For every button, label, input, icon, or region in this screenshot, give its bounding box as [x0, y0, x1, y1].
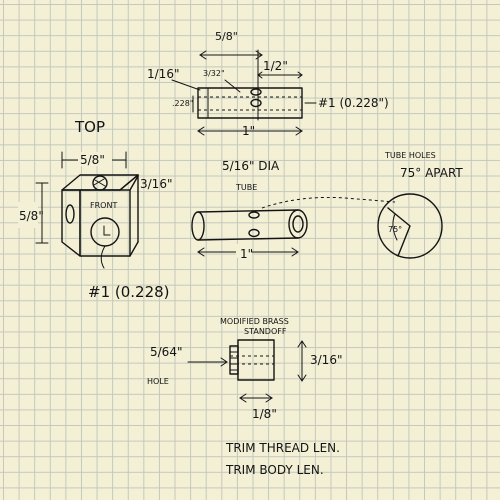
angle-view: TUBE HOLES 75° APART 75° — [377, 151, 463, 259]
tube-hole-1 — [248, 211, 260, 219]
tube-view: 5/16" DIA TUBE 1" — [191, 159, 396, 261]
cube-front-hole-mark — [103, 225, 111, 236]
standoff-thread — [229, 345, 239, 375]
tube-length-label: 1" — [240, 247, 253, 261]
angle-note-line2: 75° APART — [400, 166, 463, 180]
tube-hole-top — [250, 88, 262, 96]
depth-dim-label: 3/16" — [140, 177, 172, 191]
cube-top-hole-mark — [94, 179, 106, 187]
cube-edge — [119, 174, 139, 191]
dim-3-32-leader — [224, 79, 241, 93]
standoff-length-arrows — [239, 393, 273, 403]
cube-top-hole — [92, 175, 108, 191]
standoff-height-label: 3/16" — [310, 353, 342, 367]
standoff-body — [237, 339, 275, 381]
height-dim-gap — [18, 202, 38, 228]
standoff-length-label: 1/8" — [252, 407, 277, 421]
tube-bore — [292, 215, 304, 233]
tube-label: TUBE — [235, 183, 257, 192]
cube-top-hole-mark-2 — [93, 178, 105, 186]
width-dim-gap — [78, 152, 112, 166]
hole-arrow-head — [220, 357, 228, 367]
front-label: FRONT — [90, 201, 117, 210]
cube-side-face — [61, 189, 81, 257]
dim-3-32-label: 3/32" — [203, 69, 225, 78]
dim-1-arrows — [197, 126, 303, 136]
angle-label: 75° — [388, 225, 402, 234]
front-hole-leader — [100, 245, 106, 269]
block-view: TOP 5/8" FRONT 3/16" 5/8" #1 (0.228) — [18, 118, 172, 301]
standoff-hole-word: HOLE — [147, 377, 169, 386]
dim-1-16-label: 1/16" — [147, 67, 179, 81]
cube-front-hole — [90, 217, 120, 247]
tube-hole-2 — [248, 228, 260, 238]
cube-edge-2 — [129, 175, 139, 191]
dim-1-2-label: 1/2" — [263, 59, 288, 73]
tube-to-section-dashed — [261, 196, 396, 209]
top-label: TOP — [74, 118, 105, 136]
standoff-title-line2: STANDOFF — [244, 327, 287, 336]
standoff-title-line1: MODIFIED BRASS — [220, 317, 289, 326]
dim-228-label: .228" — [172, 99, 194, 108]
angle-arc — [392, 213, 398, 241]
tube-outline — [197, 209, 299, 241]
width-dim-label: 5/8" — [80, 153, 105, 167]
tube-dia-label: 5/16" DIA — [222, 159, 280, 173]
standoff-view: MODIFIED BRASS STANDOFF 5/64" HOLE 3/16"… — [147, 317, 342, 421]
cube-bottom-edge — [129, 241, 139, 257]
tube-side-body — [197, 87, 303, 119]
dim-1-label: 1" — [242, 124, 255, 138]
notes: TRIM THREAD LEN. TRIM BODY LEN. — [225, 441, 340, 477]
height-dim-label: 5/8" — [19, 209, 44, 223]
standoff-height-arrows — [297, 340, 307, 382]
dim-1-16-leader — [171, 79, 201, 91]
cube-side-hole — [65, 204, 75, 224]
angle-note-line1: TUBE HOLES — [384, 151, 436, 160]
tube-right-end — [288, 209, 308, 239]
standoff-thread-lines — [229, 351, 239, 371]
dim-5-8-label: 5/8" — [215, 30, 238, 43]
tube-side-view: 5/8" 1/16" 3/32" 1/2" .228" 1" #1 (0.228… — [147, 30, 389, 138]
note-line2: TRIM BODY LEN. — [225, 463, 324, 477]
tube-length-gap — [236, 244, 252, 258]
tube-section-circle — [377, 193, 443, 259]
tube-hole-middle — [250, 98, 262, 108]
tube-left-end — [191, 211, 205, 241]
tube-length-arrows — [197, 247, 299, 257]
standoff-hole-size: 5/64" — [150, 345, 182, 359]
hole-label: #1 (0.228") — [318, 96, 389, 110]
block-hole-label: #1 (0.228) — [88, 283, 170, 301]
note-line1: TRIM THREAD LEN. — [225, 441, 340, 455]
